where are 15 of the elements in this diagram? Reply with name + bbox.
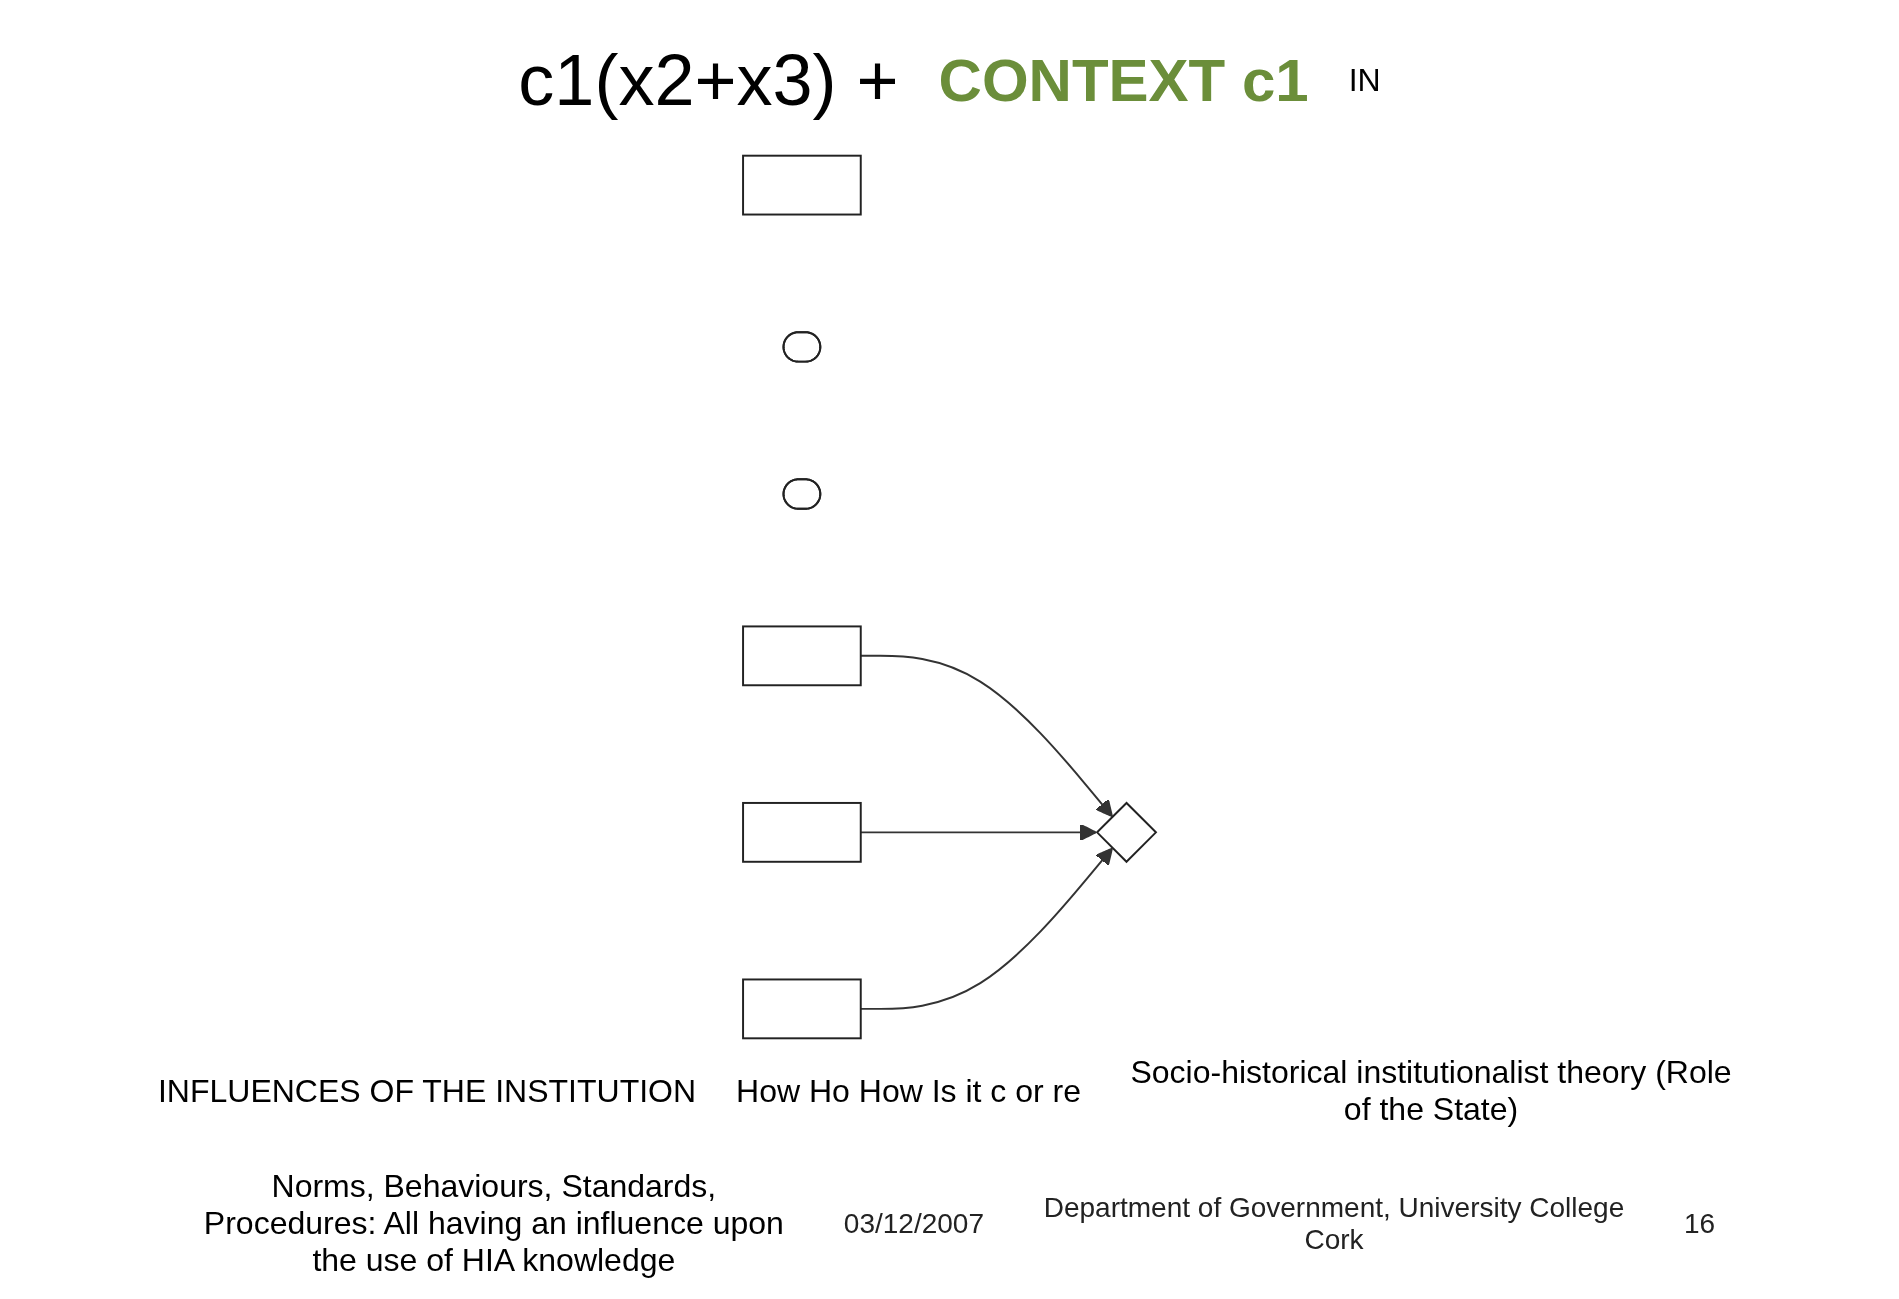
label-text: How Ho How Is it c or re (736, 1072, 1082, 1110)
heading-text: CONTEXT c1 (938, 45, 1309, 115)
date-text: 03/12/2007 (843, 1207, 984, 1240)
formula-text: c1(x2+x3) + (518, 39, 899, 121)
node-diamond (1095, 801, 1158, 864)
node-box (742, 801, 862, 863)
node-box (742, 625, 862, 687)
page-number: 16 (1684, 1207, 1716, 1240)
label-text: IN (1348, 61, 1381, 99)
footer-text: Department of Government, University College Cork (1042, 1191, 1626, 1256)
label-text: Norms, Behaviours, Standards, Procedures: All having an influence upon the use of HIA knowledge (202, 1168, 785, 1279)
node-box (742, 154, 862, 216)
label-text: Socio-historical institutionalist theory (Role of the State) (1129, 1054, 1733, 1128)
node-box (742, 978, 862, 1040)
label-text: INFLUENCES OF THE INSTITUTION (157, 1072, 697, 1110)
